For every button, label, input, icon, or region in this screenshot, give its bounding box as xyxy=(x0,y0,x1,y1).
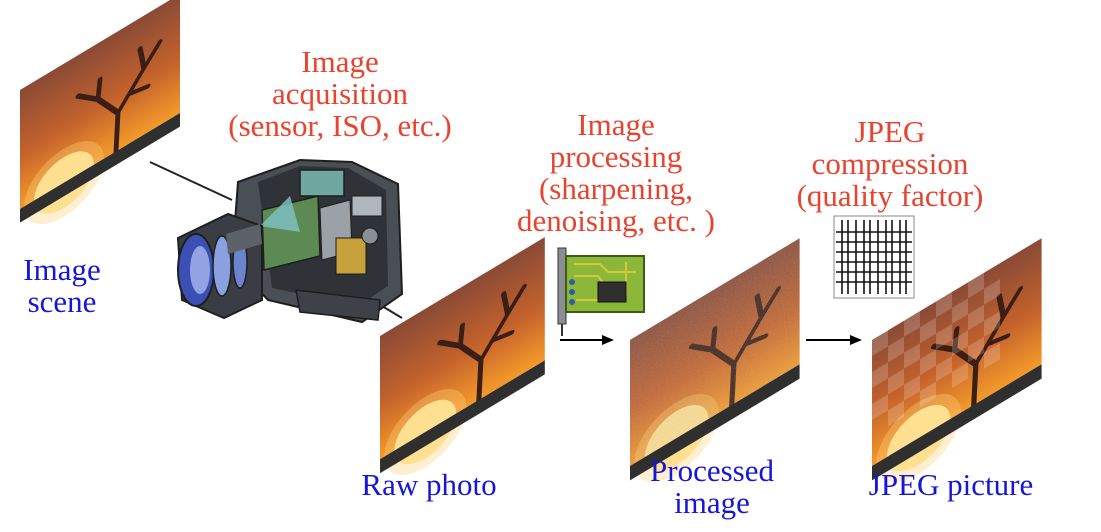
arrow-raw-to-processed xyxy=(560,335,614,345)
jpeg-photo xyxy=(872,238,1042,502)
scene-photo xyxy=(20,0,180,243)
processed-line-2: image xyxy=(674,485,750,520)
scene-camera-line xyxy=(149,161,233,201)
acquisition-line-3: (sensor, ISO, etc.) xyxy=(228,108,452,143)
processing-label: Image processing (sharpening, denoising,… xyxy=(492,109,740,237)
acquisition-line-2: acquisition xyxy=(271,76,409,111)
compression-label: JPEG compression (quality factor) xyxy=(775,116,1005,212)
jpeg-line-1: JPEG picture xyxy=(868,467,1034,502)
processing-line-2: processing xyxy=(549,139,683,174)
compression-line-3: (quality factor) xyxy=(796,178,984,213)
raw-line-1: Raw photo xyxy=(361,467,497,502)
raw-photo xyxy=(380,237,545,494)
processed-line-1: Processed xyxy=(650,453,774,488)
scene-line-1: Image xyxy=(23,252,101,287)
scene-label: Image scene xyxy=(12,254,112,318)
circuit-board-icon xyxy=(557,247,645,336)
processing-line-4: denoising, etc. ) xyxy=(516,203,715,238)
acquisition-line-1: Image xyxy=(301,44,379,79)
dct-basis-icon xyxy=(833,215,915,299)
compression-line-2: compression xyxy=(811,146,969,181)
compression-line-1: JPEG xyxy=(854,114,926,149)
raw-label: Raw photo xyxy=(346,469,512,501)
processed-label: Processed image xyxy=(630,455,794,519)
processing-line-1: Image xyxy=(577,107,655,142)
arrow-processed-to-jpeg xyxy=(806,335,862,345)
processed-photo xyxy=(630,238,800,502)
processing-line-3: (sharpening, xyxy=(538,171,694,206)
acquisition-label: Image acquisition (sensor, ISO, etc.) xyxy=(205,46,475,142)
camera-cutaway-icon xyxy=(176,158,404,324)
scene-line-2: scene xyxy=(27,284,97,319)
jpeg-label: JPEG picture xyxy=(848,469,1054,501)
